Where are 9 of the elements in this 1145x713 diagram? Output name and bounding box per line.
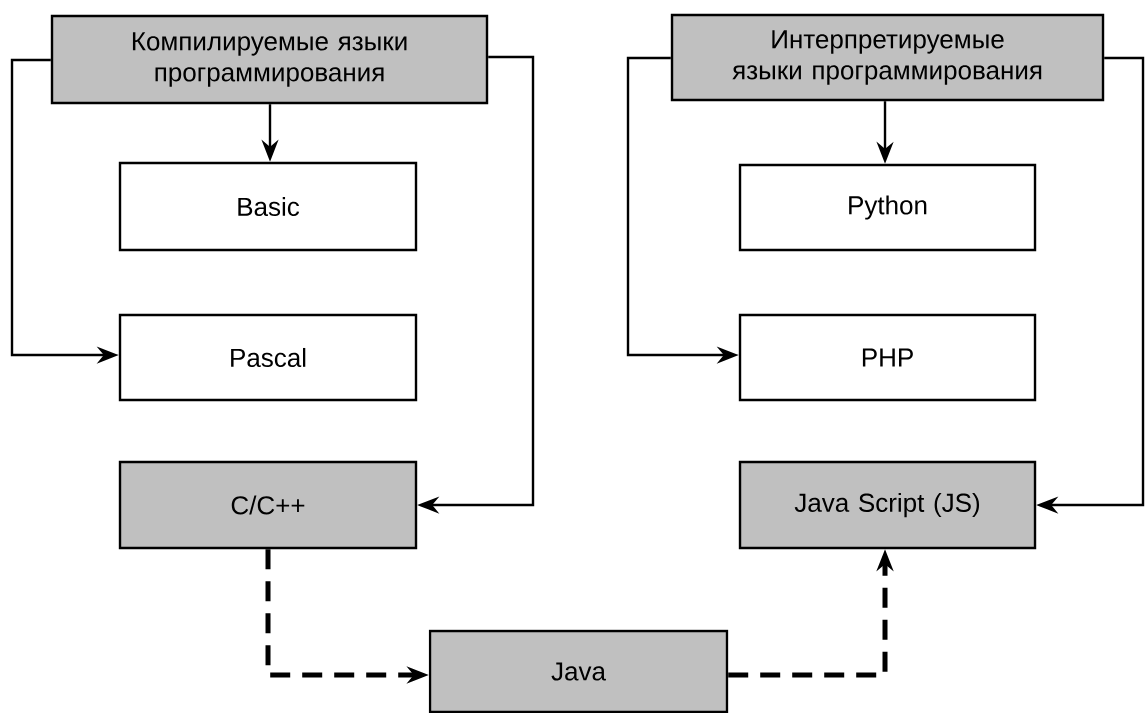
category-box: Java	[428, 629, 729, 713]
category-box: Компилируемые языки программирования	[50, 14, 489, 105]
language-box: PHP	[738, 313, 1037, 402]
language-box: Pascal	[118, 313, 418, 402]
language-box: Basic	[118, 161, 418, 252]
category-box: Интерпретируемые языки программирования	[670, 13, 1105, 102]
category-box: C/C++	[118, 460, 418, 550]
category-box: Java Script (JS)	[738, 460, 1037, 550]
language-box: Python	[738, 163, 1037, 252]
